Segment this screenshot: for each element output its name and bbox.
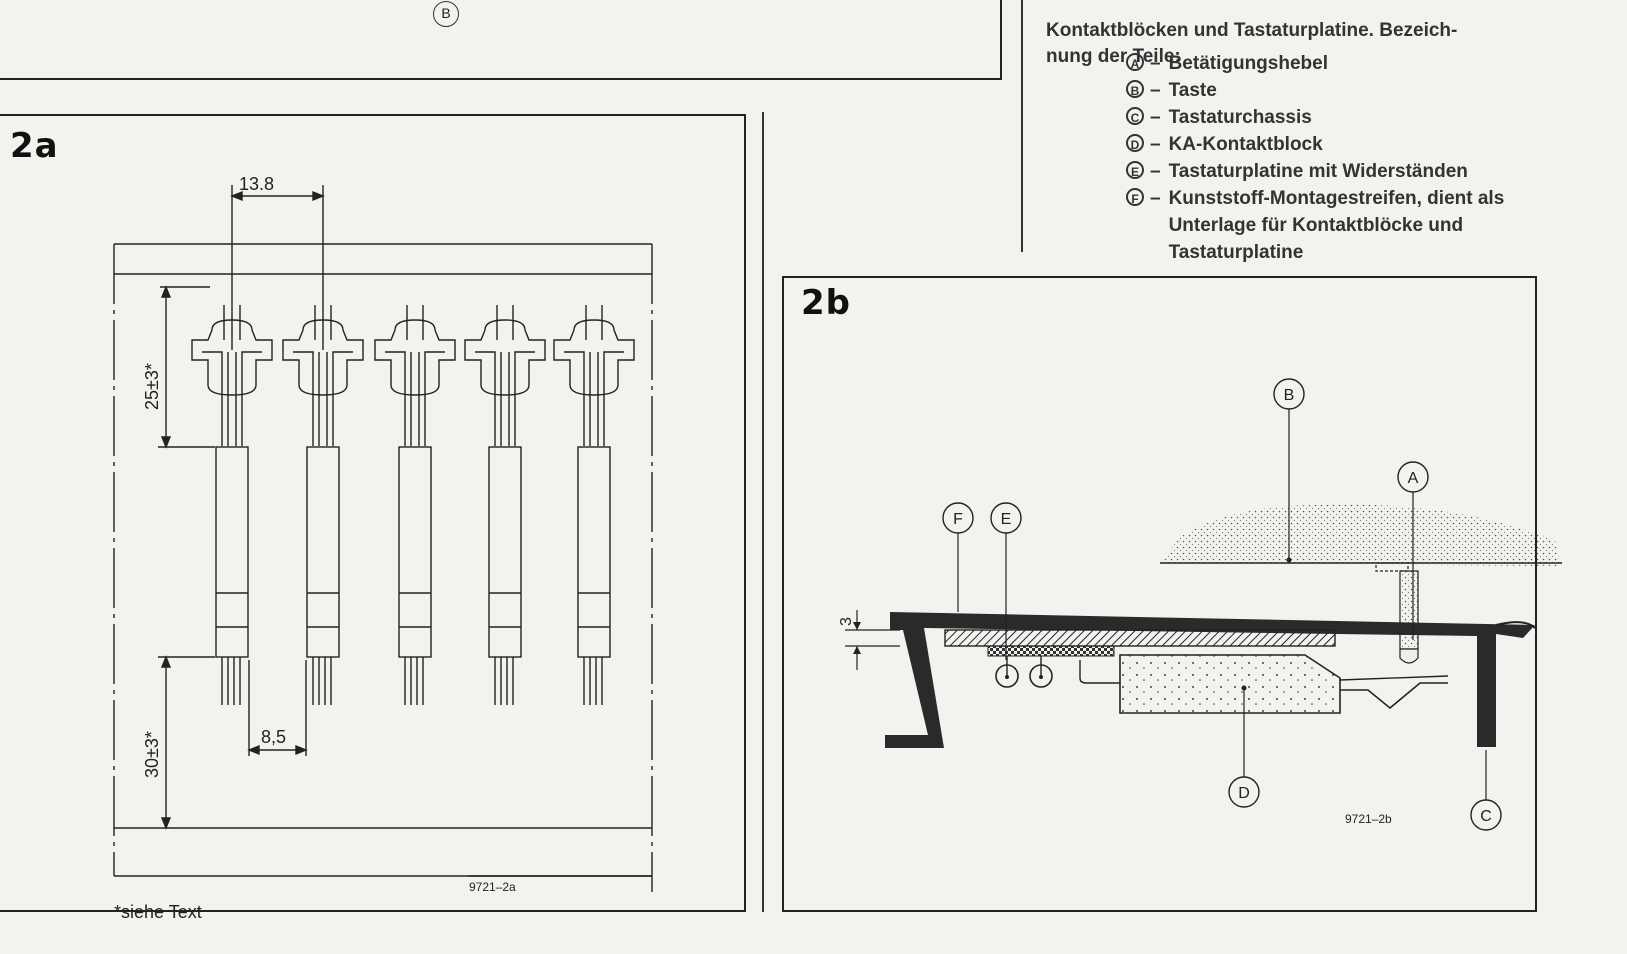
callout-e: E	[1001, 511, 1012, 528]
legend-text-f: Kunststoff-Montagestreifen, dient als Un…	[1168, 188, 1505, 263]
callout-d-circle	[1228, 776, 1260, 808]
legend-text-e: Tastaturplatine mit Widerständen	[1168, 161, 1468, 182]
callout-b-circle	[1273, 378, 1305, 410]
callout-f: F	[953, 511, 963, 528]
fig2a-drawing	[113, 185, 653, 892]
legend-text-d: KA-Kontaktblock	[1168, 134, 1323, 155]
legend-item: C – Tastaturchassis	[1126, 104, 1569, 131]
legend-item: E – Tastaturplatine mit Widerständen	[1126, 158, 1569, 185]
dim-gap-label: 8,5	[261, 727, 286, 747]
switch-2	[282, 305, 364, 705]
switch-1	[191, 305, 273, 705]
legend-dash: –	[1150, 134, 1161, 155]
column-divider-bottom	[762, 112, 764, 912]
legend-key-b: B	[1126, 80, 1144, 98]
fig2a-code: 9721–2a	[469, 880, 516, 894]
legend-key-f: F	[1126, 188, 1144, 206]
parts-legend: A – Betätigungshebel B – Taste C – Tasta…	[1126, 50, 1569, 266]
legend-key-c: C	[1126, 107, 1144, 125]
figure-caption: Kontaktblöcken und Tastaturplatine. Beze…	[1046, 20, 1458, 67]
legend-key-e: E	[1126, 161, 1144, 179]
dim-bottom-label: 30±3*	[142, 731, 162, 778]
legend-item: F – Kunststoff-Montagestreifen, dient al…	[1126, 185, 1569, 266]
legend-text-b: Taste	[1168, 80, 1217, 101]
switch-5	[553, 305, 635, 705]
mounting-strip	[944, 629, 1336, 647]
callout-c: C	[1480, 808, 1492, 825]
legend-item: B – Taste	[1126, 77, 1569, 104]
callout-f-circle	[942, 502, 974, 534]
top-callout-b: B	[433, 1, 459, 27]
callout-e-circle	[990, 502, 1022, 534]
legend-item: D – KA-Kontaktblock	[1126, 131, 1569, 158]
keyboard-pcb	[987, 645, 1115, 657]
legend-dash: –	[1150, 107, 1161, 128]
legend-key-a: A	[1126, 53, 1144, 71]
dim-thickness-label: 3	[838, 617, 855, 626]
legend-text-a: Betätigungshebel	[1168, 53, 1328, 74]
legend-dash: –	[1150, 188, 1161, 209]
callout-a: A	[1408, 470, 1419, 487]
callout-b: B	[1284, 387, 1295, 404]
legend-key-d: D	[1126, 134, 1144, 152]
legend-text-c: Tastaturchassis	[1168, 107, 1312, 128]
fig2a-footnote: *siehe Text	[114, 902, 202, 922]
top-figure-frame	[0, 0, 1002, 80]
contact-block	[1119, 654, 1341, 714]
fig2b-drawing	[845, 378, 1562, 831]
column-divider-top	[1021, 0, 1023, 252]
key-cap-b	[1160, 504, 1560, 566]
legend-dash: –	[1150, 80, 1161, 101]
callout-d: D	[1238, 785, 1250, 802]
legend-item: A – Betätigungshebel	[1126, 50, 1569, 77]
figure-2b-label: 2b	[801, 283, 851, 323]
figure-2a-frame	[0, 114, 746, 912]
callout-c-circle	[1470, 799, 1502, 831]
dim-top-label: 25±3*	[142, 363, 162, 410]
switch-3	[374, 305, 456, 705]
chassis	[885, 612, 1535, 748]
legend-dash: –	[1150, 161, 1161, 182]
figure-2b-frame	[782, 276, 1537, 912]
figure-2a-label: 2a	[10, 126, 59, 166]
switch-4	[464, 305, 546, 705]
dim-pitch-label: 13.8	[239, 174, 274, 194]
fig2b-code: 9721–2b	[1345, 812, 1392, 826]
fig2a-switches	[191, 305, 635, 705]
legend-dash: –	[1150, 53, 1161, 74]
callout-a-circle	[1397, 461, 1429, 493]
